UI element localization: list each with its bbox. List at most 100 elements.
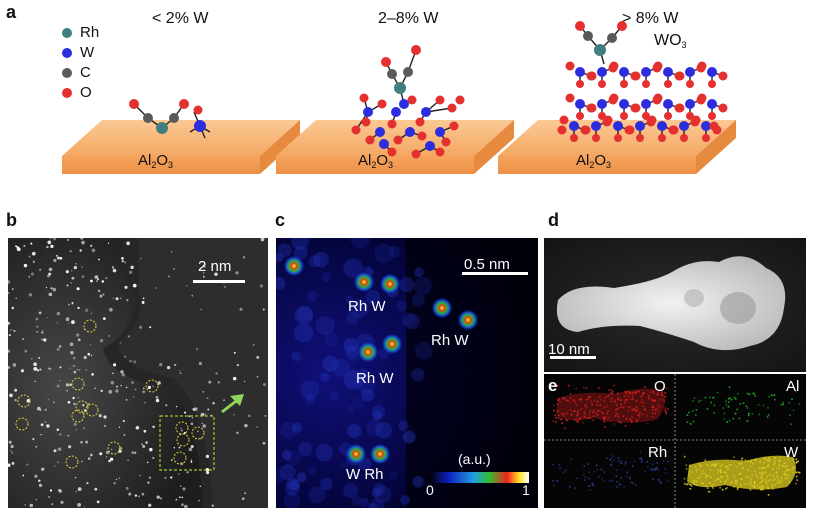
- eds-pixel: [771, 394, 773, 396]
- atom-speckle: [200, 437, 202, 440]
- atom-speckle: [52, 238, 57, 241]
- atom-speckle: [77, 338, 81, 342]
- atom-speckle: [99, 452, 103, 456]
- atom-speckle: [73, 422, 77, 427]
- eds-pixel: [773, 394, 776, 396]
- atom-w: [379, 139, 389, 149]
- eds-pixel: [565, 419, 568, 422]
- eds-pixel: [664, 396, 666, 398]
- atom-speckle: [244, 423, 248, 428]
- eds-pixel: [788, 401, 791, 404]
- eds-pixel: [651, 412, 654, 414]
- eds-pixel: [609, 459, 612, 461]
- atom-speckle: [72, 356, 76, 360]
- bg-blob: [277, 243, 292, 258]
- legend-label-w: W: [80, 44, 95, 61]
- atom-speckle: [69, 342, 74, 347]
- eds-pixel: [706, 407, 709, 410]
- atom-speckle: [139, 474, 141, 477]
- eds-pixel: [607, 394, 610, 397]
- eds-pixel: [664, 392, 666, 394]
- atom-w: [597, 99, 607, 109]
- eds-pixel: [557, 417, 560, 419]
- eds-pixel: [623, 486, 626, 488]
- atom-speckle: [105, 277, 108, 280]
- eds-pixel: [613, 384, 615, 387]
- atom-speckle: [36, 368, 40, 372]
- atom-speckle: [208, 380, 212, 384]
- atom-o: [620, 112, 628, 120]
- eds-pixel: [712, 487, 714, 489]
- eds-pixel: [739, 403, 742, 405]
- atom-speckle: [76, 287, 80, 291]
- atom-speckle: [91, 373, 94, 376]
- atom-o: [653, 93, 663, 103]
- eds-pixel: [722, 407, 724, 409]
- eds-pixel: [648, 397, 650, 400]
- eds-pixel: [606, 405, 608, 408]
- eds-pixel: [798, 403, 801, 406]
- atom-speckle: [184, 411, 187, 414]
- atom-o: [614, 134, 622, 142]
- bg-blob: [285, 450, 301, 466]
- atom-speckle: [10, 450, 12, 452]
- eds-pixel: [561, 412, 563, 414]
- eds-pixel: [629, 392, 631, 394]
- atom-speckle: [126, 298, 129, 302]
- eds-pixel: [618, 460, 620, 463]
- eds-pixel: [561, 413, 563, 415]
- atom-marker-circle: [71, 409, 85, 423]
- atom-speckle: [233, 351, 236, 354]
- eds-pixel: [606, 457, 608, 459]
- atom-speckle: [118, 477, 121, 480]
- atom-o: [620, 80, 628, 88]
- eds-pixel: [689, 488, 692, 490]
- slab-front: [498, 156, 696, 174]
- atom-speckle: [40, 434, 42, 436]
- atom-speckle: [196, 348, 198, 350]
- atom-speckle: [24, 503, 27, 506]
- atom-speckle: [85, 369, 87, 371]
- atom-speckle: [119, 341, 122, 344]
- atom-speckle: [262, 441, 266, 445]
- eds-pixel: [586, 417, 589, 419]
- eds-pixel: [615, 411, 617, 414]
- atom-speckle: [190, 422, 194, 426]
- zoom-arrow-head: [230, 394, 244, 406]
- atom-speckle: [46, 245, 49, 249]
- eds-pixel: [725, 403, 728, 406]
- atom-o: [361, 117, 371, 127]
- eds-pixel: [647, 423, 649, 425]
- eds-pixel: [554, 384, 556, 386]
- atom-speckle: [56, 311, 61, 316]
- eds-pixel: [729, 397, 731, 399]
- atom-speckle: [49, 367, 52, 371]
- bg-blob: [279, 421, 298, 440]
- legend-label-rh: Rh: [80, 24, 100, 41]
- eds-pixel: [617, 457, 620, 459]
- atom-speckle: [109, 457, 114, 461]
- eds-pixel: [627, 410, 629, 413]
- atom-speckle: [9, 393, 13, 398]
- atom-speckle: [202, 275, 205, 278]
- atom-speckle: [123, 261, 127, 264]
- eds-pixel: [656, 394, 659, 396]
- atom-o: [709, 121, 719, 131]
- eds-pixel: [589, 396, 591, 398]
- bg-blob: [291, 351, 302, 362]
- bg-blob: [296, 306, 313, 323]
- atom-speckle: [124, 355, 127, 358]
- atom-w: [641, 99, 651, 109]
- eds-pixel: [603, 480, 605, 482]
- atom-speckle: [141, 443, 144, 446]
- atom-speckle: [57, 447, 62, 451]
- atom-speckle: [80, 238, 84, 240]
- pair-label-1: Rh W: [348, 298, 386, 315]
- eds-pixel: [686, 483, 688, 486]
- bg-blob: [396, 300, 408, 312]
- atom-speckle: [32, 437, 35, 441]
- atom-o: [708, 80, 716, 88]
- atom-speckle: [125, 486, 129, 490]
- eds-pixel: [623, 406, 625, 409]
- atom-speckle: [31, 358, 33, 360]
